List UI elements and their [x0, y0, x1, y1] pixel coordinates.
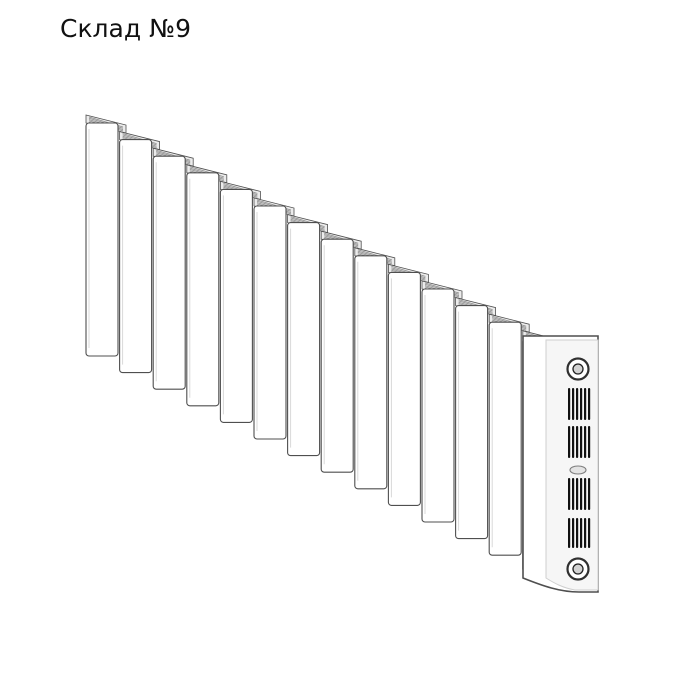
section-front-panel — [186, 172, 220, 407]
warehouse-stock-label: Склад №9 — [60, 14, 191, 43]
section-front-panel — [253, 205, 287, 440]
end-grille-slot — [580, 426, 583, 458]
end-grille-slot — [584, 518, 587, 548]
radiator-section — [455, 297, 496, 540]
section-front-panel — [287, 222, 321, 457]
end-grille-slot — [580, 388, 583, 420]
radiator-section — [219, 180, 261, 423]
section-front-panel — [354, 255, 388, 490]
radiator-section — [488, 313, 530, 556]
end-grille-slot — [588, 388, 591, 420]
section-front-panel — [320, 238, 354, 473]
radiator-section — [387, 263, 429, 506]
radiator-section — [186, 164, 228, 407]
inlet-port-icon — [566, 357, 590, 381]
radiator-section — [152, 147, 194, 390]
brand-badge-icon — [569, 465, 587, 475]
end-grille-slot — [584, 426, 587, 458]
end-grille-slot — [572, 426, 575, 458]
end-grille-slot — [576, 478, 579, 510]
end-grille-slot — [572, 478, 575, 510]
end-grille-slot — [584, 388, 587, 420]
end-grille-slot — [576, 518, 579, 548]
radiator-section — [421, 280, 463, 523]
radiator-section — [119, 131, 160, 374]
outlet-port-icon — [566, 557, 590, 581]
end-grille-slot — [568, 478, 571, 510]
end-grille-slot — [580, 478, 583, 510]
end-grille-slot — [572, 518, 575, 548]
radiator-section — [320, 230, 362, 473]
end-grille-slot — [568, 388, 571, 420]
section-front-panel — [421, 288, 455, 523]
end-grille-slot — [588, 518, 591, 548]
end-grille-slot — [568, 518, 571, 548]
end-grille-slots — [568, 388, 591, 548]
end-grille-slot — [576, 426, 579, 458]
section-front-panel — [455, 305, 489, 540]
section-front-panel — [119, 139, 153, 374]
end-grille-slot — [584, 478, 587, 510]
end-grille-slot — [572, 388, 575, 420]
section-front-panel — [152, 155, 186, 390]
end-grille-slot — [580, 518, 583, 548]
section-front-panel — [85, 122, 119, 357]
section-front-panel — [387, 271, 421, 506]
radiator-sections — [85, 114, 564, 573]
end-grille-slot — [588, 426, 591, 458]
end-grille-slot — [568, 426, 571, 458]
end-grille-slot — [588, 478, 591, 510]
radiator-section — [253, 197, 295, 440]
section-front-panel — [488, 321, 522, 556]
radiator-section — [85, 114, 127, 357]
radiator-section — [287, 214, 328, 457]
end-grille-slot — [576, 388, 579, 420]
section-front-panel — [219, 188, 253, 423]
radiator-section — [354, 247, 396, 490]
